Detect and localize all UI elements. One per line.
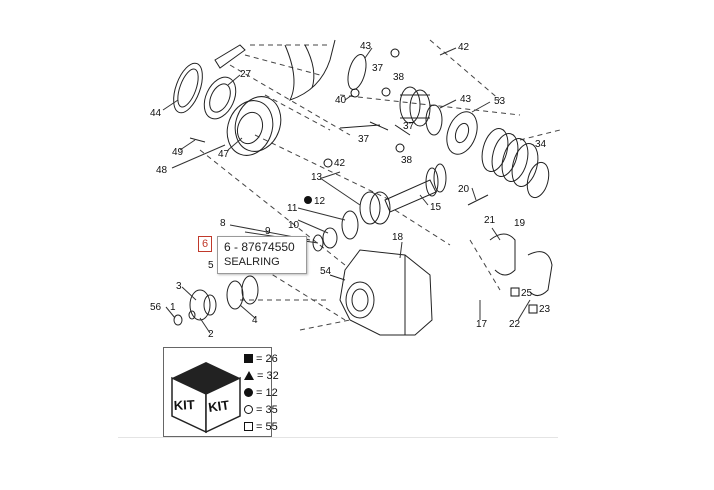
callout-38-a[interactable]: 38 [393, 72, 405, 83]
callout-23[interactable]: 23 [539, 304, 551, 315]
callout-15[interactable]: 15 [430, 202, 442, 213]
part-ring-gear [214, 39, 336, 101]
marker-open-circle [350, 88, 360, 98]
dashed-leaders [199, 39, 561, 331]
callout-4[interactable]: 4 [252, 315, 258, 326]
part-clamp-19 [489, 233, 516, 276]
callout-10[interactable]: 10 [288, 220, 300, 231]
marker-open-circle [395, 143, 405, 153]
callout-20[interactable]: 20 [458, 184, 470, 195]
callout-21[interactable]: 21 [484, 215, 496, 226]
callout-44[interactable]: 44 [150, 108, 162, 119]
callout-3[interactable]: 3 [176, 281, 182, 292]
kit-label-right: KIT [207, 397, 230, 415]
part-housing-18 [339, 249, 433, 336]
legend-item-filled-triangle: = 32 [244, 370, 279, 382]
tooltip-part-number: 6 - 87674550 [224, 240, 295, 254]
filled-square-icon [244, 354, 253, 363]
callout-42-top[interactable]: 42 [458, 42, 470, 53]
part-side-gear [399, 86, 431, 127]
callout-49[interactable]: 49 [172, 147, 184, 158]
part-nut-56 [173, 314, 183, 326]
callout-19[interactable]: 19 [514, 218, 526, 229]
kit-label-left: KIT [173, 397, 195, 413]
callout-43-b[interactable]: 43 [460, 94, 472, 105]
tooltip-description: SEALRING [224, 256, 280, 268]
callout-56[interactable]: 56 [150, 302, 162, 313]
part-seal-4 [226, 280, 244, 310]
callout-1[interactable]: 1 [170, 302, 176, 313]
part-bolt-49 [189, 137, 206, 143]
legend-item-filled-square: = 26 [244, 353, 278, 365]
callout-22[interactable]: 22 [509, 319, 521, 330]
marker-filled-circle [304, 196, 312, 204]
callout-13[interactable]: 13 [311, 172, 323, 183]
open-square-icon [244, 422, 253, 431]
legend-item-filled-circle: = 12 [244, 387, 278, 399]
callout-53[interactable]: 53 [494, 96, 506, 107]
part-ring-44 [173, 62, 203, 114]
part-ring-11 [341, 210, 359, 240]
filled-circle-icon [244, 388, 253, 397]
filled-triangle-icon [244, 371, 254, 380]
marker-open-circle [390, 48, 400, 58]
kit-legend-box: KIT KIT = 26 = 32 = 12 = 35 = 55 [163, 347, 279, 437]
part-bearing-13 [359, 191, 391, 225]
callout-43-top[interactable]: 43 [360, 41, 372, 52]
part-washer-43 [347, 53, 367, 91]
callout-37-c[interactable]: 37 [403, 121, 415, 132]
callout-12[interactable]: 12 [314, 196, 326, 207]
part-bolt-54 [329, 274, 346, 281]
marker-open-circle [381, 87, 391, 97]
part-washer-43b [425, 104, 443, 136]
open-circle-icon [244, 405, 253, 414]
part-tooltip: 6 - 87674550 SEALRING [217, 236, 307, 274]
legend-item-open-square: = 55 [244, 421, 278, 433]
callout-48[interactable]: 48 [156, 165, 168, 176]
part-clutch-pack-34 [481, 128, 550, 199]
hotspot-6[interactable]: 6 [198, 236, 212, 252]
label-leaders [162, 47, 531, 334]
callout-11[interactable]: 11 [287, 203, 298, 214]
callout-17[interactable]: 17 [476, 319, 488, 330]
callout-40[interactable]: 40 [335, 95, 347, 106]
callout-38-b[interactable]: 38 [401, 155, 413, 166]
marker-open-square [528, 304, 538, 314]
callout-54[interactable]: 54 [320, 266, 332, 277]
part-pins-37 [339, 121, 411, 136]
callout-37-b[interactable]: 37 [358, 134, 370, 145]
callout-34[interactable]: 34 [535, 139, 547, 150]
callout-labels: 44 27 49 47 48 43 42 37 38 40 37 37 42 3… [150, 41, 551, 340]
part-seal-5 [241, 275, 259, 305]
callout-47[interactable]: 47 [218, 149, 230, 160]
legend-item-open-circle: = 35 [244, 404, 278, 416]
callout-2[interactable]: 2 [208, 329, 214, 340]
part-gear-53 [446, 111, 478, 155]
callout-37-a[interactable]: 37 [372, 63, 384, 74]
callout-8[interactable]: 8 [220, 218, 226, 229]
part-ring-10 [322, 227, 338, 249]
callout-42-bottom[interactable]: 42 [334, 158, 346, 169]
part-22 [527, 251, 553, 296]
part-pinion-15 [384, 163, 447, 213]
part-ring-9 [312, 234, 324, 252]
part-bolt-20 [467, 194, 489, 206]
callout-18[interactable]: 18 [392, 232, 404, 243]
callout-9[interactable]: 9 [265, 226, 271, 237]
part-washer-2 [188, 310, 196, 320]
marker-open-square [510, 287, 520, 297]
divider [118, 437, 558, 438]
part-bearing-27 [203, 76, 237, 120]
marker-open-circle [323, 158, 333, 168]
callout-5[interactable]: 5 [208, 260, 214, 271]
callout-27[interactable]: 27 [240, 69, 252, 80]
callout-25[interactable]: 25 [521, 288, 533, 299]
part-flange-3 [189, 289, 217, 321]
kit-box-icon: KIT KIT [171, 362, 241, 434]
part-hub-47 [226, 96, 282, 156]
